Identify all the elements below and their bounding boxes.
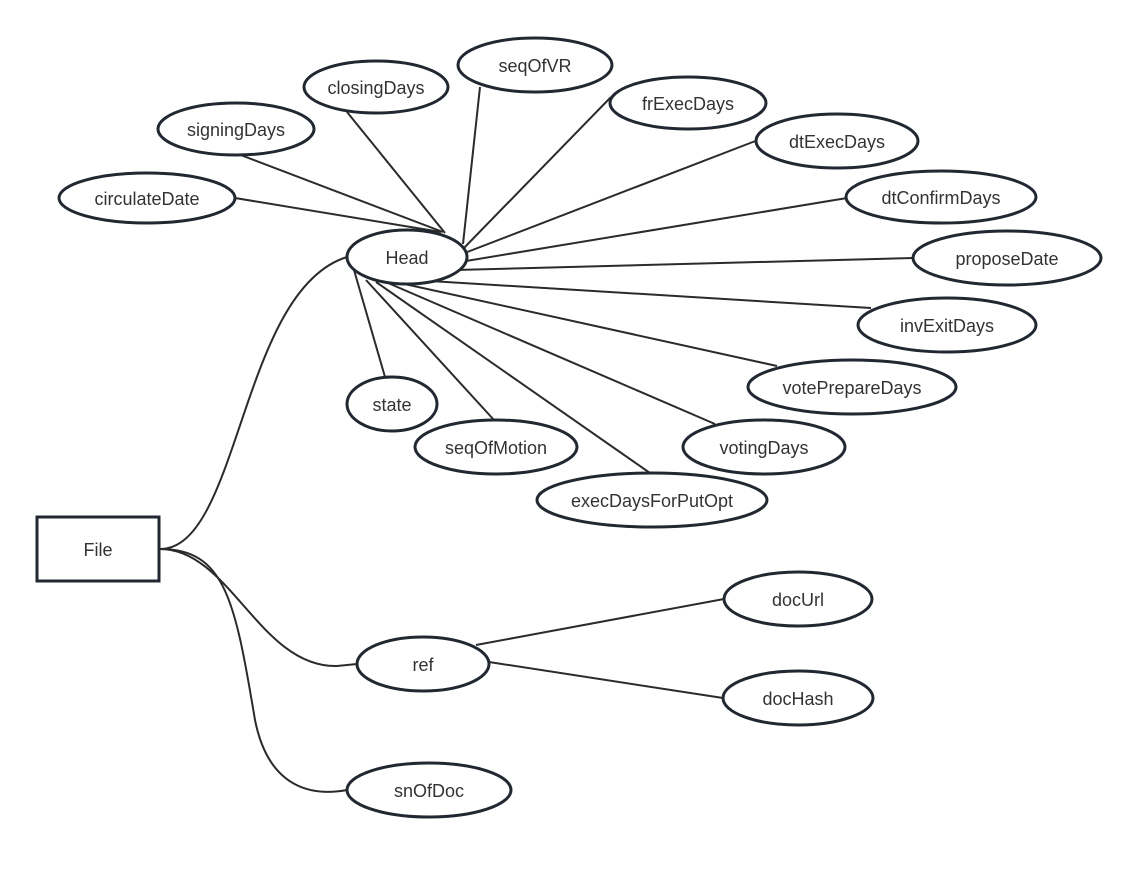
node-label-signingDays: signingDays [187,120,285,140]
edge-head-closingDays [346,111,446,234]
node-seqOfVR[interactable]: seqOfVR [456,36,614,94]
node-label-execDaysForPutOpt: execDaysForPutOpt [571,491,733,511]
node-votePrepareDays[interactable]: votePrepareDays [746,358,958,416]
node-label-ref: ref [412,655,434,675]
node-label-seqOfVR: seqOfVR [498,56,571,76]
edge-head-circulateDate [234,197,442,233]
node-shape-votingDays[interactable] [681,418,847,476]
edge-head-dtExecDays [461,139,759,255]
node-label-frExecDays: frExecDays [642,94,734,114]
edge-head-seqOfMotion [365,279,495,421]
node-execDaysForPutOpt[interactable]: execDaysForPutOpt [535,471,769,529]
node-invExitDays[interactable]: invExitDays [856,296,1038,354]
node-circulateDate[interactable]: circulateDate [57,171,237,225]
edge-head-dtConfirmDays [459,197,848,263]
node-file[interactable]: File [35,515,161,583]
edge-file-ref [159,548,358,668]
node-label-seqOfMotion: seqOfMotion [445,438,547,458]
node-label-dtExecDays: dtExecDays [789,132,885,152]
node-shape-signingDays[interactable] [156,101,316,157]
node-shape-votePrepareDays[interactable] [746,358,958,416]
node-shape-proposeDate[interactable] [911,229,1103,287]
edge-head-proposeDate [454,257,914,271]
node-shape-head[interactable] [345,228,469,286]
node-shape-snOfDoc[interactable] [345,761,513,819]
edge-head-signingDays [237,153,444,233]
edge-file-head [159,256,348,550]
node-shape-frExecDays[interactable] [608,75,768,131]
node-votingDays[interactable]: votingDays [681,418,847,476]
edge-head-votePrepareDays [399,282,778,367]
node-frExecDays[interactable]: frExecDays [608,75,768,131]
node-shape-state[interactable] [345,375,439,433]
node-seqOfMotion[interactable]: seqOfMotion [413,418,579,476]
edge-file-snOfDoc [159,548,348,793]
node-shape-closingDays[interactable] [302,59,450,115]
node-shape-seqOfVR[interactable] [456,36,614,94]
edge-head-seqOfVR [462,86,481,245]
node-state[interactable]: state [345,375,439,433]
node-label-proposeDate: proposeDate [955,249,1058,269]
node-label-circulateDate: circulateDate [94,189,199,209]
node-signingDays[interactable]: signingDays [156,101,316,157]
node-shape-docHash[interactable] [721,669,875,727]
edge-ref-docHash [488,661,724,699]
node-ref[interactable]: ref [355,635,491,693]
node-dtConfirmDays[interactable]: dtConfirmDays [844,169,1038,225]
node-proposeDate[interactable]: proposeDate [911,229,1103,287]
node-label-docHash: docHash [762,689,833,709]
node-label-dtConfirmDays: dtConfirmDays [881,188,1000,208]
node-docHash[interactable]: docHash [721,669,875,727]
node-docUrl[interactable]: docUrl [722,570,874,628]
node-label-invExitDays: invExitDays [900,316,994,336]
node-label-votingDays: votingDays [719,438,808,458]
node-shape-invExitDays[interactable] [856,296,1038,354]
node-label-snOfDoc: snOfDoc [394,781,464,801]
node-shape-docUrl[interactable] [722,570,874,628]
node-shape-ref[interactable] [355,635,491,693]
node-snOfDoc[interactable]: snOfDoc [345,761,513,819]
node-label-state: state [372,395,411,415]
nodes: File Head circulateDate signingDays closingD… [35,36,1103,819]
node-shape-file[interactable] [35,515,161,583]
edge-head-execDaysForPutOpt [375,281,651,474]
node-label-file: File [83,540,112,560]
node-shape-circulateDate[interactable] [57,171,237,225]
node-shape-dtConfirmDays[interactable] [844,169,1038,225]
node-closingDays[interactable]: closingDays [302,59,450,115]
node-label-head: Head [385,248,428,268]
edge-head-votingDays [387,282,716,425]
edges [159,86,914,793]
node-shape-dtExecDays[interactable] [754,112,920,170]
edge-head-state [353,269,386,378]
node-shape-seqOfMotion[interactable] [413,418,579,476]
node-label-votePrepareDays: votePrepareDays [782,378,921,398]
node-label-docUrl: docUrl [772,590,824,610]
edge-head-frExecDays [461,96,612,251]
node-head[interactable]: Head [345,228,469,286]
edge-head-invExitDays [429,280,872,309]
node-label-closingDays: closingDays [327,78,424,98]
node-shape-execDaysForPutOpt[interactable] [535,471,769,529]
edge-ref-docUrl [475,598,725,646]
node-dtExecDays[interactable]: dtExecDays [754,112,920,170]
